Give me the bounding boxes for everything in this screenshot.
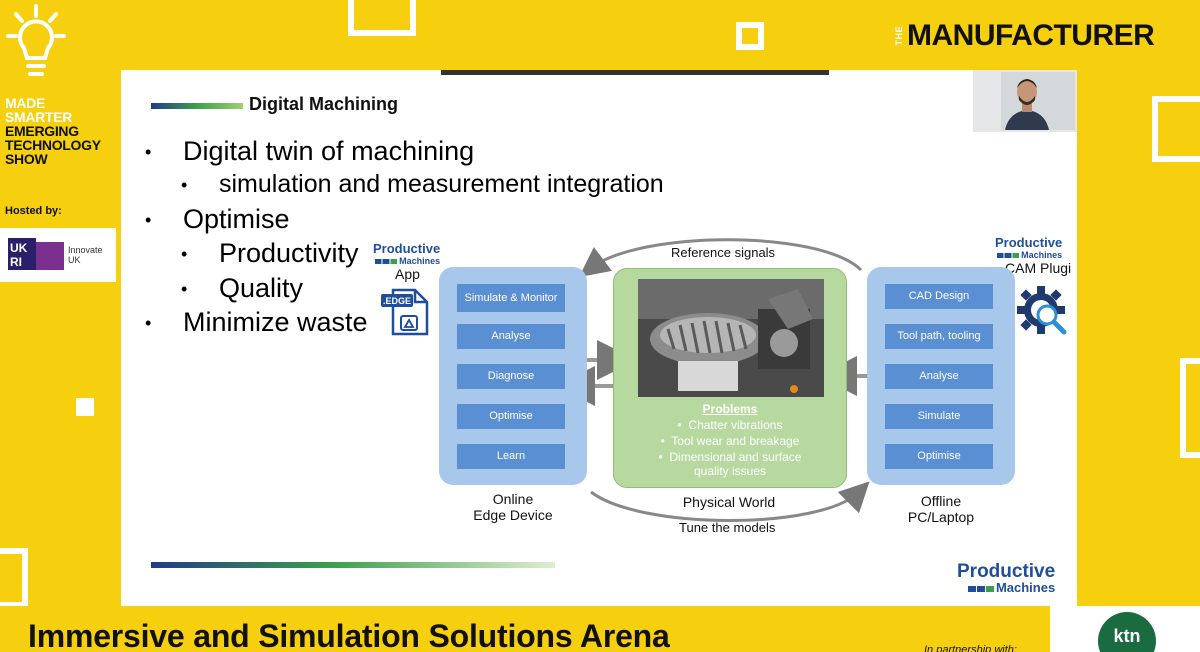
bullet-text: Digital twin of machining — [183, 136, 475, 166]
caption-line: Offline — [920, 493, 962, 509]
logo-bars-icon — [967, 585, 994, 592]
offline-step-button: Tool path, tooling — [885, 324, 993, 349]
offline-step-button: Analyse — [885, 364, 993, 389]
problems-title: Problems — [702, 402, 758, 416]
problem-item: • Dimensional and surface — [658, 450, 802, 464]
host-name: Innovate UK — [68, 245, 103, 265]
host-logo: UK RI Innovate UK — [0, 228, 116, 282]
brand-prefix: THE — [894, 26, 904, 46]
bullet-glyph: • — [181, 244, 188, 264]
brand-name: MANUFACTURER — [907, 19, 1155, 52]
logo-bars-icon — [997, 253, 1020, 259]
cam-label: CAM Plugi — [1005, 260, 1072, 276]
cam-logo-name: Productive — [995, 235, 1063, 250]
physical-caption: Physical World — [682, 494, 776, 510]
offline-caption: Offline PC/Laptop — [867, 493, 1015, 525]
bullet-text: Minimize waste — [183, 307, 368, 337]
ukri-logo-icon: UK RI — [8, 238, 64, 270]
footer-gradient-bar — [151, 562, 555, 568]
problem-text: quality issues — [693, 464, 767, 478]
online-step-button: Diagnose — [457, 364, 565, 389]
cam-logo-sub: Machines — [1021, 250, 1063, 260]
gear-cutting-image — [638, 279, 824, 397]
event-title: MADE SMARTER EMERGING TECHNOLOGY SHOW — [5, 96, 101, 166]
offline-panel: CAD Design Tool path, tooling Analyse Si… — [867, 267, 1015, 485]
event-title-line: SHOW — [5, 151, 48, 167]
bullet-text: Quality — [219, 273, 304, 303]
online-step-button: Optimise — [457, 404, 565, 429]
event-title-line: SMARTER — [5, 109, 73, 125]
online-step-button: Simulate & Monitor — [457, 284, 565, 312]
bullet-text: simulation and measurement integration — [219, 170, 664, 198]
lightbulb-icon — [6, 4, 66, 76]
title-gradient-bar — [151, 103, 243, 109]
machining-photo — [638, 279, 824, 397]
frame-block-left — [76, 398, 94, 416]
bullet-text: Optimise — [183, 204, 290, 234]
footer-logo-name: Productive — [957, 561, 1056, 582]
online-step-button: Analyse — [457, 324, 565, 349]
bottom-band — [0, 606, 1200, 652]
hosted-by-label: Hosted by: — [5, 205, 62, 217]
app-logo-name: Productive — [373, 241, 441, 256]
edge-file-icon: .EDGE — [381, 288, 429, 336]
footer-logo: Productive Machines — [957, 562, 1055, 595]
cam-logo: Productive Machines — [995, 236, 1062, 262]
caption-line: PC/Laptop — [907, 509, 975, 525]
frame-square-top — [736, 22, 764, 50]
bullet-glyph: • — [145, 210, 152, 230]
presentation-slide: Digital Machining • Digital twin of mach… — [121, 70, 1077, 606]
bullet-glyph: • — [181, 279, 188, 299]
caption-line: Edge Device — [473, 507, 553, 523]
offline-step-button: CAD Design — [885, 284, 993, 309]
partnership-label: In partnership with: — [924, 644, 1017, 652]
bullet-text: Productivity — [219, 238, 359, 268]
caption-line: Online — [492, 491, 534, 507]
footer-logo-sub: Machines — [995, 580, 1056, 595]
problem-item: quality issues — [614, 464, 846, 478]
problem-item: • Tool wear and breakage — [660, 434, 800, 448]
gear-search-icon — [1017, 286, 1067, 335]
bullet-glyph: • — [145, 313, 152, 333]
edge-icon-text: .EDGE — [383, 296, 411, 306]
online-step-button: Learn — [457, 444, 565, 469]
arena-title: Immersive and Simulation Solutions Arena — [28, 618, 670, 652]
problem-text: Tool wear and breakage — [671, 434, 800, 448]
presenter-video — [975, 72, 1075, 130]
brand-logo: THE MANUFACTURER — [894, 19, 1155, 53]
online-panel: Simulate & Monitor Analyse Diagnose Opti… — [439, 267, 587, 485]
frame-square-left-bottom — [0, 548, 28, 608]
frame-square-right-lower — [1180, 358, 1200, 458]
slide-title: Digital Machining — [249, 94, 399, 114]
app-label: App — [395, 266, 420, 282]
app-logo: Productive Machines — [373, 242, 440, 268]
bullet-glyph: • — [145, 142, 152, 162]
event-title-line: MADE — [5, 95, 46, 111]
ktn-logo: ktn — [1098, 612, 1156, 652]
physical-world-panel: Problems • Chatter vibrations • Tool wea… — [613, 268, 847, 488]
event-title-line: EMERGING — [5, 123, 79, 139]
svg-text:UK: UK — [10, 241, 28, 255]
online-caption: Online Edge Device — [439, 491, 587, 523]
event-panel: MADE SMARTER EMERGING TECHNOLOGY SHOW Ho… — [0, 0, 122, 380]
bullet-glyph: • — [181, 175, 188, 195]
slide-top-bar — [441, 70, 829, 75]
offline-step-button: Optimise — [885, 444, 993, 469]
svg-text:RI: RI — [10, 255, 22, 269]
logo-bars-icon — [375, 259, 398, 265]
problem-text: Chatter vibrations — [688, 418, 783, 432]
offline-step-button: Simulate — [885, 404, 993, 429]
frame-square-top-center — [348, 0, 416, 36]
frame-square-right — [1152, 96, 1200, 162]
app-logo-sub: Machines — [399, 256, 441, 266]
reference-signals-label: Reference signals — [671, 245, 776, 260]
problem-item: • Chatter vibrations — [677, 418, 783, 432]
event-title-line: TECHNOLOGY — [5, 137, 101, 153]
presenter-webcam — [973, 70, 1077, 132]
tune-models-label: Tune the models — [679, 520, 776, 535]
problem-text: Dimensional and surface — [669, 450, 802, 464]
